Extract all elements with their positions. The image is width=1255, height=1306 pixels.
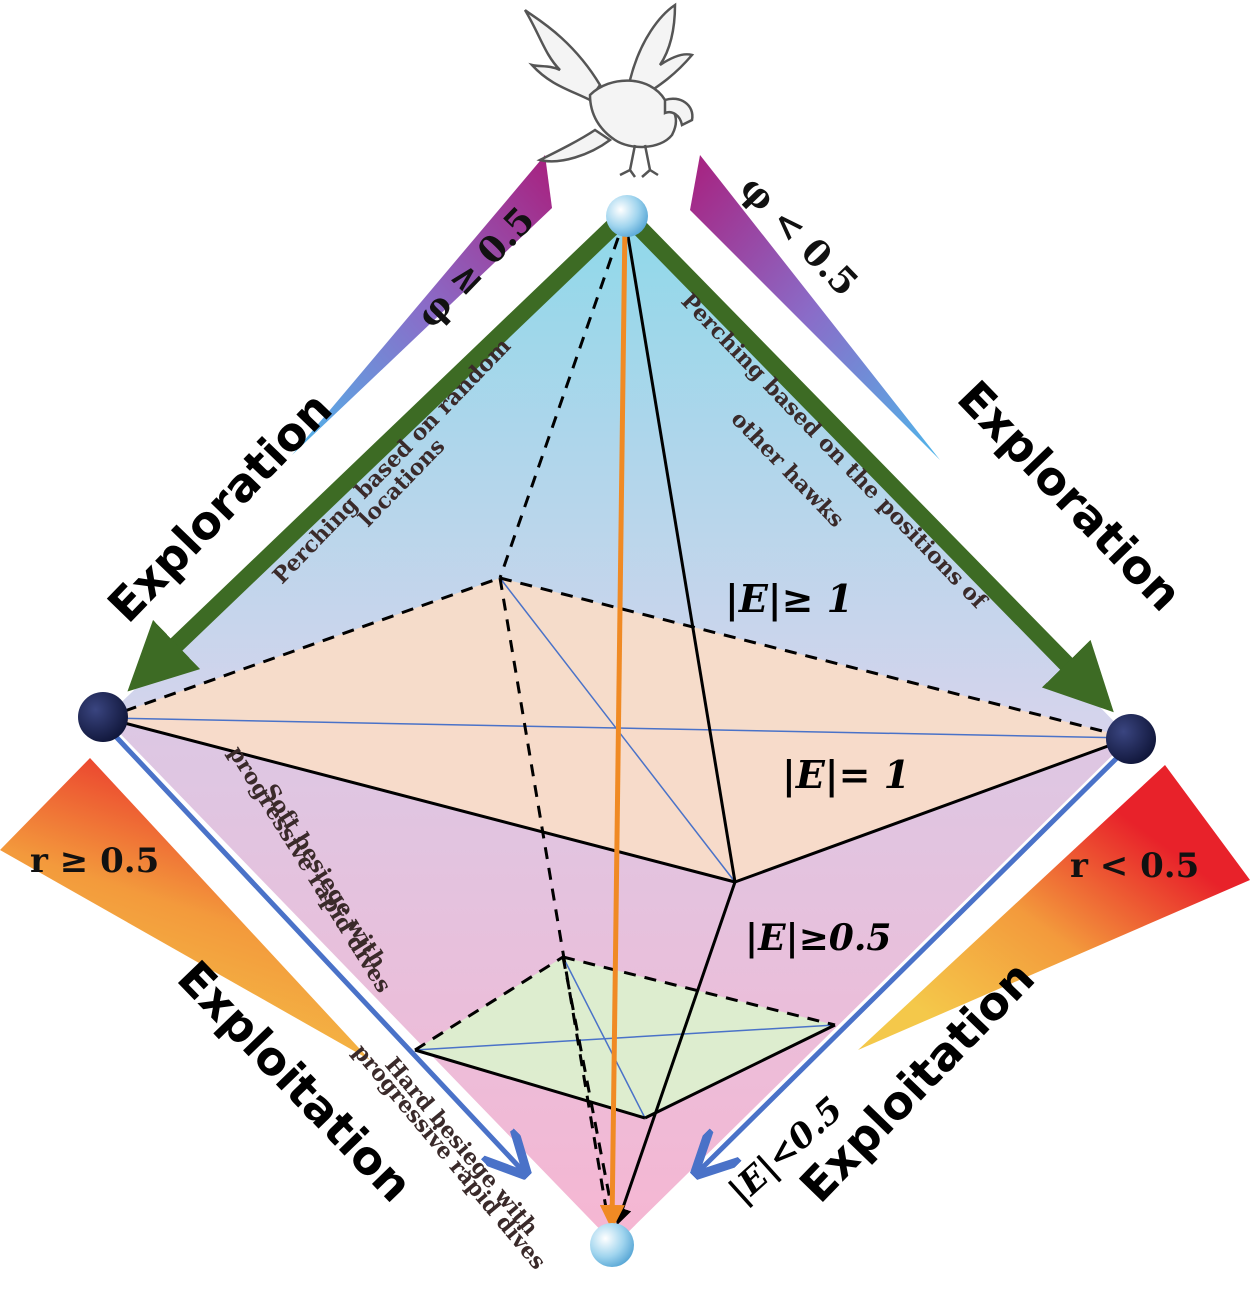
upper-region (105, 218, 1130, 738)
center-orange-arrow (599, 221, 628, 1230)
phi-ge-triangle (292, 155, 552, 455)
bottom-node (590, 1223, 634, 1267)
dashed-edges (104, 217, 1131, 1221)
r-ge-label: r ≥ 0.5 (30, 841, 159, 881)
e-ge-05-label: |E|≥0.5 (745, 917, 891, 959)
e-eq-1-label: |E|= 1 (782, 752, 910, 797)
blue-arrow-left (103, 723, 522, 1170)
eagle-icon (523, 2, 695, 178)
green-arrow-left (127, 211, 628, 692)
e-ge-1-label: |E|≥ 1 (725, 576, 853, 621)
blue-arrow-right (700, 743, 1132, 1170)
left-node (78, 692, 128, 742)
r-lt-triangle (858, 765, 1250, 1050)
green-arrow-right (623, 212, 1114, 713)
top-node (606, 195, 648, 237)
right-node (1106, 714, 1156, 764)
r-ge-triangle (0, 758, 370, 1060)
r-lt-label: r < 0.5 (1070, 846, 1199, 886)
solid-edges (104, 217, 1131, 1226)
phi-lt-triangle (690, 155, 940, 460)
